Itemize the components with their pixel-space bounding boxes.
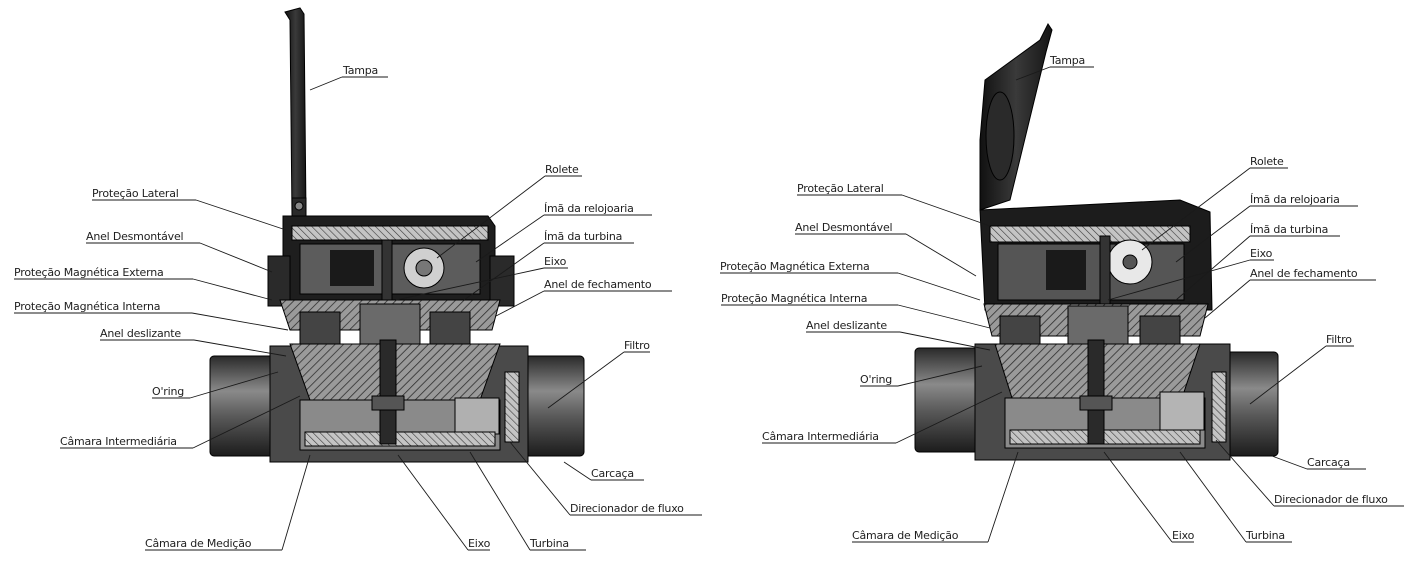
callout-anel-deslizante-r: Anel deslizante: [806, 319, 991, 351]
callout-eixo-superior-r: Eixo: [1107, 247, 1274, 301]
callout-anel-desmontavel: Anel Desmontável: [86, 230, 273, 273]
upper-housing-left: [267, 215, 515, 307]
label-protecao-magnetica-interna-r: Proteção Magnética Interna: [721, 292, 867, 305]
label-anel-desmontavel-r: Anel Desmontável: [795, 221, 893, 234]
lid-tampa-right: [979, 23, 1053, 211]
label-filtro-r: Filtro: [1326, 333, 1352, 346]
callout-ima-turbina-r: Ímã da turbina: [1175, 223, 1340, 301]
pipe-body-left: [209, 339, 585, 463]
callout-ima-relojoaria: Ímã da relojoaria: [475, 202, 652, 263]
label-camara-medicao-r: Câmara de Medição: [852, 529, 959, 542]
label-protecao-magnetica-interna: Proteção Magnética Interna: [14, 300, 160, 313]
callout-oring: O'ring: [152, 371, 279, 399]
callout-tampa: Tampa: [309, 64, 388, 91]
labels-left: Tampa Rolete Proteção Lateral Ímã da rel…: [14, 64, 702, 551]
label-oring-r: O'ring: [860, 373, 892, 386]
label-anel-desmontavel: Anel Desmontável: [86, 230, 184, 243]
label-ima-turbina: Ímã da turbina: [544, 230, 622, 243]
label-carcaca: Carcaça: [591, 467, 634, 480]
label-ima-turbina-r: Ímã da turbina: [1250, 223, 1328, 236]
callout-direcionador-fluxo-r: Direcionador de fluxo: [1215, 439, 1404, 507]
label-anel-fechamento: Anel de fechamento: [544, 278, 652, 291]
label-tampa-r: Tampa: [1049, 54, 1085, 67]
meter-right: [914, 23, 1279, 461]
callout-rolete: Rolete: [436, 163, 582, 259]
callout-eixo-inferior: Eixo: [397, 454, 491, 551]
label-direcionador-fluxo: Direcionador de fluxo: [570, 502, 684, 515]
callout-carcaca-r: Carcaça: [1271, 455, 1366, 470]
label-carcaca-r: Carcaça: [1307, 456, 1350, 469]
callout-filtro-r: Filtro: [1249, 333, 1354, 405]
label-ima-relojoaria: Ímã da relojoaria: [544, 202, 634, 215]
label-camara-medicao: Câmara de Medição: [145, 537, 252, 550]
callout-camara-intermediaria-r: Câmara Intermediária: [762, 391, 1003, 444]
callout-protecao-lateral: Proteção Lateral: [92, 187, 287, 231]
callout-anel-desmontavel-r: Anel Desmontável: [795, 221, 977, 277]
callout-anel-fechamento: Anel de fechamento: [495, 278, 672, 317]
label-tampa: Tampa: [342, 64, 378, 77]
callout-filtro: Filtro: [547, 339, 650, 409]
label-eixo-superior-r: Eixo: [1250, 247, 1273, 260]
callout-eixo-inferior-r: Eixo: [1103, 451, 1195, 543]
label-turbina: Turbina: [529, 537, 569, 550]
callout-direcionador-fluxo: Direcionador de fluxo: [509, 441, 702, 516]
label-anel-deslizante-r: Anel deslizante: [806, 319, 887, 332]
label-camara-intermediaria-r: Câmara Intermediária: [762, 430, 879, 443]
label-anel-fechamento-r: Anel de fechamento: [1250, 267, 1358, 280]
pipe-body-right: [914, 339, 1279, 461]
label-eixo-inferior-r: Eixo: [1172, 529, 1195, 542]
callout-anel-deslizante: Anel deslizante: [100, 327, 287, 357]
label-oring: O'ring: [152, 385, 184, 398]
label-rolete-r: Rolete: [1250, 155, 1284, 168]
magnetic-layer-left: [279, 299, 501, 345]
callout-anel-fechamento-r: Anel de fechamento: [1204, 267, 1376, 319]
label-camara-intermediaria: Câmara Intermediária: [60, 435, 177, 448]
label-protecao-magnetica-externa-r: Proteção Magnética Externa: [720, 260, 870, 273]
label-turbina-r: Turbina: [1245, 529, 1285, 542]
callout-camara-medicao: Câmara de Medição: [145, 454, 311, 551]
callout-protecao-magnetica-externa-r: Proteção Magnética Externa: [720, 260, 981, 301]
meter-left: [209, 7, 585, 463]
callout-camara-medicao-r: Câmara de Medição: [852, 451, 1019, 543]
label-protecao-lateral: Proteção Lateral: [92, 187, 179, 200]
label-ima-relojoaria-r: Ímã da relojoaria: [1250, 193, 1340, 206]
callout-protecao-magnetica-interna-r: Proteção Magnética Interna: [721, 292, 991, 329]
label-eixo-superior: Eixo: [544, 255, 567, 268]
label-protecao-lateral-r: Proteção Lateral: [797, 182, 884, 195]
label-rolete: Rolete: [545, 163, 579, 176]
callout-rolete-r: Rolete: [1141, 155, 1288, 251]
callout-protecao-magnetica-interna: Proteção Magnética Interna: [14, 300, 289, 331]
callout-protecao-lateral-r: Proteção Lateral: [797, 182, 991, 227]
label-eixo-inferior: Eixo: [468, 537, 491, 550]
callout-carcaca: Carcaça: [563, 461, 644, 481]
callout-ima-turbina: Ímã da turbina: [463, 230, 634, 301]
labels-right: Tampa Rolete Proteção Lateral Ímã da rel…: [720, 54, 1404, 543]
callout-tampa-r: Tampa: [1015, 54, 1094, 81]
label-protecao-magnetica-externa: Proteção Magnética Externa: [14, 266, 164, 279]
callout-turbina-r: Turbina: [1179, 451, 1292, 543]
callout-oring-r: O'ring: [860, 365, 983, 387]
callout-protecao-magnetica-externa: Proteção Magnética Externa: [14, 266, 273, 301]
upper-housing-right: [979, 199, 1213, 311]
callout-turbina: Turbina: [469, 451, 586, 551]
label-direcionador-fluxo-r: Direcionador de fluxo: [1274, 493, 1388, 506]
lid-tampa-left: [284, 7, 307, 221]
callout-eixo-superior: Eixo: [395, 255, 568, 301]
callout-ima-relojoaria-r: Ímã da relojoaria: [1175, 193, 1358, 263]
label-filtro: Filtro: [624, 339, 650, 352]
callout-camara-intermediaria: Câmara Intermediária: [60, 395, 301, 449]
label-anel-deslizante: Anel deslizante: [100, 327, 181, 340]
